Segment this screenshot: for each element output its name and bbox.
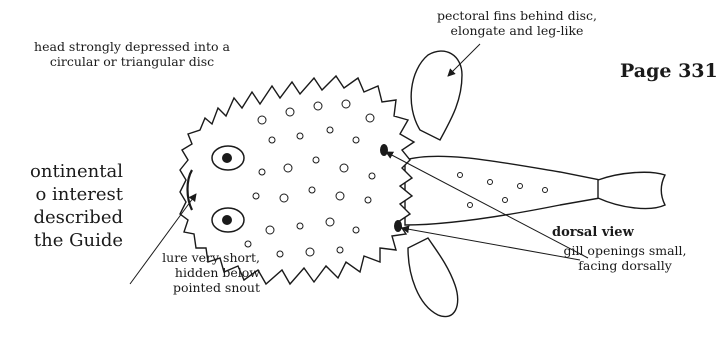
side-text-line-3: described	[0, 206, 123, 229]
label-head-line-2: circular or triangular disc	[50, 54, 214, 69]
upper-pectoral-fin	[411, 51, 462, 140]
label-gill-openings: gill openings small, facing dorsally	[530, 243, 720, 273]
label-lure: lure very short, hidden below pointed sn…	[150, 250, 260, 295]
side-text-line-2: o interest	[0, 183, 123, 206]
label-pectoral-fins: pectoral fins behind disc, elongate and …	[412, 8, 622, 38]
label-lure-line-2: hidden below	[175, 265, 260, 280]
label-head-disc: head strongly depressed into a circular …	[6, 39, 258, 69]
eye-upper	[212, 146, 244, 170]
label-lure-line-1: lure very short,	[162, 250, 260, 265]
side-text-line-1: ontinental	[0, 160, 123, 183]
label-gill-line-2: facing dorsally	[578, 258, 672, 273]
side-text-line-4: the Guide	[0, 229, 123, 252]
gill-opening-lower	[394, 220, 402, 232]
lower-pectoral-fin	[408, 238, 458, 317]
label-pectoral-line-1: pectoral fins behind disc,	[437, 8, 597, 23]
label-dorsal-view: dorsal view	[552, 225, 662, 240]
label-lure-line-3: pointed snout	[173, 280, 260, 295]
page-number: Page 331	[620, 60, 718, 82]
gill-opening-upper	[380, 144, 388, 156]
caudal-fin	[598, 172, 665, 208]
label-pectoral-line-2: elongate and leg-like	[451, 23, 584, 38]
label-gill-line-1: gill openings small,	[563, 243, 686, 258]
label-head-line-1: head strongly depressed into a	[34, 39, 230, 54]
tail-body	[405, 156, 600, 225]
eye-lower	[212, 208, 244, 232]
side-text-fragment: ontinental o interest described the Guid…	[0, 160, 123, 252]
